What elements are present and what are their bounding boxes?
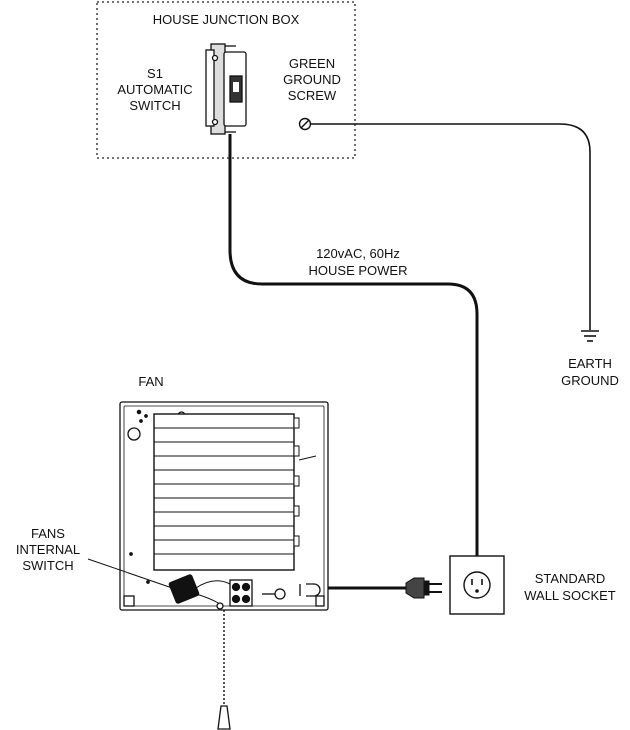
s1-label-line2: AUTOMATIC	[117, 82, 192, 97]
fan-unit-icon	[119, 401, 329, 611]
green-screw-label-line3: SCREW	[288, 88, 337, 103]
ground-wire	[311, 123, 591, 330]
pull-chain-icon	[217, 705, 231, 730]
s1-label-line1: S1	[147, 66, 163, 81]
junction-box-outline	[96, 1, 356, 159]
house-power-cable	[228, 134, 479, 556]
earth-ground-symbol-icon	[581, 330, 599, 342]
junction-box-label: HOUSE JUNCTION BOX	[153, 12, 300, 27]
fan-label: FAN	[138, 374, 163, 389]
green-screw-label-line1: GREEN	[289, 56, 335, 71]
wall-socket-label-line2: WALL SOCKET	[524, 588, 616, 603]
wall-socket-icon	[449, 555, 505, 615]
fans-switch-label-line2: INTERNAL	[16, 542, 80, 557]
fans-switch-label-line3: SWITCH	[22, 558, 73, 573]
earth-ground-label-line2: GROUND	[561, 373, 619, 388]
plug-icon	[405, 577, 442, 599]
ground-screw-icon	[298, 117, 312, 131]
house-power-label-line2: HOUSE POWER	[309, 263, 408, 278]
fans-switch-label-line1: FANS	[31, 526, 65, 541]
house-power-label-line1: 120vAC, 60Hz	[316, 246, 400, 261]
wall-socket-label-line1: STANDARD	[535, 571, 606, 586]
fans-switch-leader	[87, 558, 179, 591]
s1-label-line3: SWITCH	[129, 98, 180, 113]
green-screw-label-line2: GROUND	[283, 72, 341, 87]
automatic-switch-icon	[205, 43, 247, 135]
earth-ground-label-line1: EARTH	[568, 356, 612, 371]
